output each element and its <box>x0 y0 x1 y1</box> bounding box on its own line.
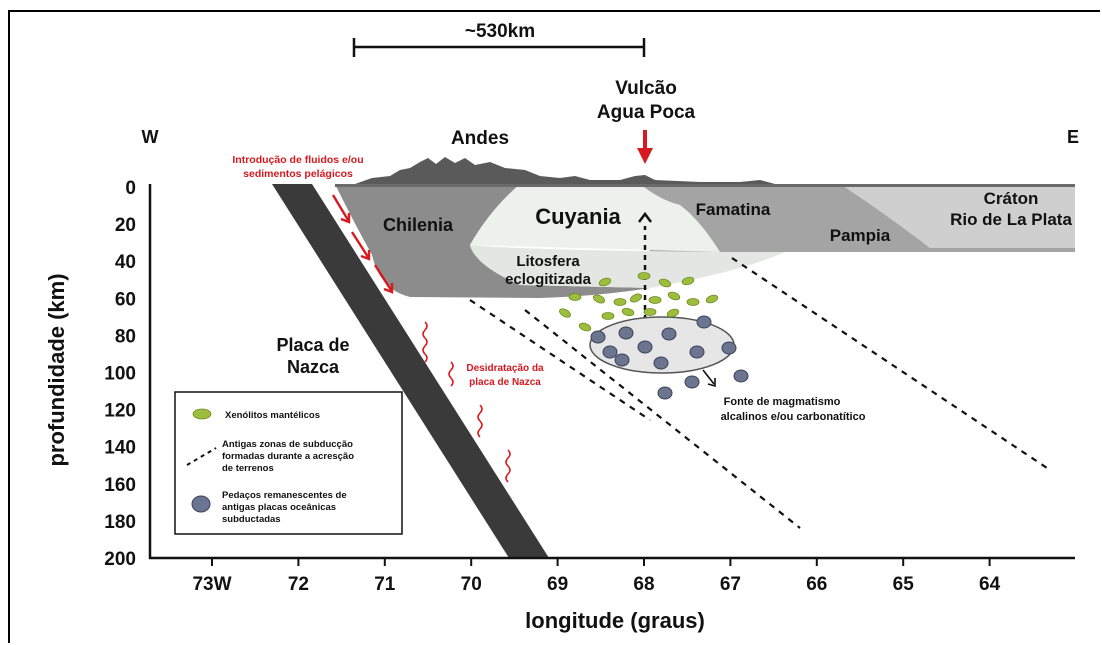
magmatism-label-line2: alcalinos e/ou carbonatítico <box>721 411 866 423</box>
fluid-arrows <box>331 194 394 294</box>
legend-subduction-line2: formadas durante a acresção <box>222 451 354 462</box>
volcano-label-line1: Vulcão <box>615 78 677 99</box>
chilenia-label: Chilenia <box>383 215 454 235</box>
legend: Xenólitos mantélicos Antigas zonas de su… <box>174 391 403 535</box>
x-tick-label: 67 <box>720 574 741 595</box>
figure-frame <box>8 10 1100 643</box>
x-tick-label: 70 <box>461 574 482 595</box>
litosfera-label-line1: Litosfera <box>516 253 580 270</box>
legend-remnants-line2: antigas placas oceânicas <box>222 502 336 513</box>
legend-subduction-line1: Antigas zonas de subducção <box>222 439 353 450</box>
terrane-regions <box>335 184 1075 298</box>
dehydration-label-line2: placa de Nazca <box>469 377 541 388</box>
y-tick-label: 200 <box>104 549 136 570</box>
magmatism-label-line1: Fonte de magmatismo <box>724 396 841 408</box>
y-tick-label: 60 <box>115 289 136 310</box>
y-tick-label: 100 <box>104 364 136 385</box>
andes-topography <box>355 157 775 184</box>
old-subduction-lines <box>469 257 1051 529</box>
fluids-label-line2: sedimentos pelágicos <box>243 168 353 180</box>
plate-label-line2: Nazca <box>287 357 340 377</box>
y-axis-label: profundidade (km) <box>44 273 69 466</box>
x-axis-ticks: 73W 72 71 70 69 68 67 66 65 64 <box>192 558 1001 595</box>
scale-bar: ~530km <box>352 21 646 57</box>
craton-label-line1: Cráton <box>984 189 1039 208</box>
x-tick-label: 71 <box>374 574 396 595</box>
famatina-label: Famatina <box>696 200 771 219</box>
y-tick-label: 120 <box>104 401 136 422</box>
y-tick-label: 160 <box>104 475 136 496</box>
plate-label-line1: Placa de <box>276 335 349 355</box>
dehydration-label-line1: Desidratação da <box>466 363 544 374</box>
legend-dashed-line-icon <box>186 447 217 466</box>
east-label: E <box>1067 127 1079 147</box>
dehydration-wiggles <box>422 321 511 483</box>
remnant-pieces <box>590 315 749 400</box>
x-tick-label: 65 <box>893 574 915 595</box>
legend-remnants-line1: Pedaços remanescentes de <box>222 490 347 501</box>
x-tick-label: 72 <box>288 574 309 595</box>
xenolith-group <box>559 272 719 332</box>
x-tick-label: 68 <box>633 574 654 595</box>
surface-line <box>335 184 1075 187</box>
legend-xenolith-label: Xenólitos mantélicos <box>225 410 320 421</box>
y-axis-ticks: 0 20 40 60 80 100 120 140 160 180 200 <box>104 178 136 570</box>
west-label: W <box>142 127 159 147</box>
x-tick-label: 69 <box>547 574 568 595</box>
craton-region <box>840 184 1075 248</box>
legend-remnant-icon <box>191 495 211 513</box>
volcano-arrow-icon <box>637 130 653 164</box>
x-tick-label: 66 <box>806 574 827 595</box>
y-tick-label: 140 <box>104 438 136 459</box>
famatina-region <box>640 184 1075 252</box>
nazca-slab <box>272 184 549 558</box>
legend-subduction-line3: de terrenos <box>222 463 274 474</box>
y-tick-label: 180 <box>104 512 136 533</box>
litosfera-label-line2: eclogitizada <box>505 271 592 288</box>
y-tick-label: 40 <box>115 252 136 273</box>
andes-label: Andes <box>451 128 509 149</box>
legend-remnants-line3: subductadas <box>222 514 281 525</box>
x-tick-label: 64 <box>979 574 1001 595</box>
y-tick-label: 80 <box>115 326 136 347</box>
x-axis-label: longitude (graus) <box>525 608 705 633</box>
axes <box>148 184 1075 560</box>
pampia-label: Pampia <box>830 226 891 245</box>
x-tick-label: 73W <box>192 574 231 595</box>
magmatism-pointer-arrow <box>702 369 716 388</box>
y-tick-label: 20 <box>115 215 136 236</box>
scale-bar-label: ~530km <box>465 21 535 42</box>
legend-xenolith-icon <box>192 408 212 420</box>
cuyania-label: Cuyania <box>535 204 621 229</box>
litosfera-region <box>470 245 785 288</box>
y-tick-label: 0 <box>125 178 136 199</box>
chilenia-region <box>335 184 650 298</box>
craton-label-line2: Rio de La Plata <box>950 210 1072 229</box>
cuyania-region <box>470 184 720 252</box>
volcano-label-line2: Agua Poca <box>597 102 696 123</box>
fluids-label-line1: Introdução de fluidos e/ou <box>232 154 363 166</box>
